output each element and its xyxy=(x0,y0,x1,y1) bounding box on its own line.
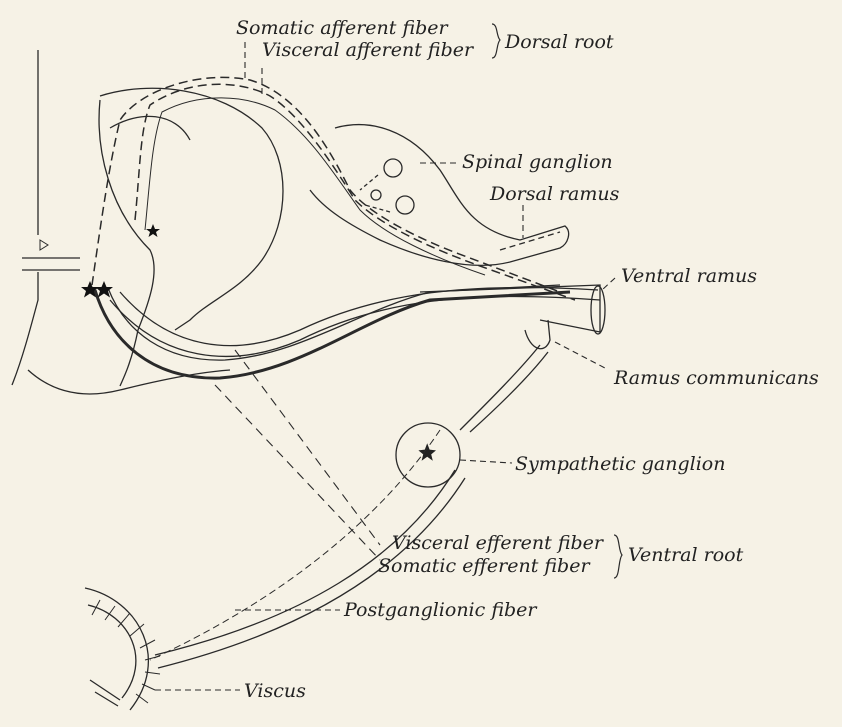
label-dorsal-root: Dorsal root xyxy=(504,31,614,53)
label-somatic-efferent-fiber: Somatic efferent fiber xyxy=(378,555,591,577)
viscus xyxy=(85,588,160,710)
braces xyxy=(492,24,622,578)
label-somatic-afferent-fiber: Somatic afferent fiber xyxy=(236,17,450,39)
spinal-cord xyxy=(12,50,283,394)
label-leaders xyxy=(155,42,615,690)
label-ventral-root: Ventral root xyxy=(628,544,744,566)
label-sympathetic-ganglion: Sympathetic ganglion xyxy=(515,453,725,475)
label-dorsal-ramus: Dorsal ramus xyxy=(489,183,620,205)
label-visceral-efferent-fiber: Visceral efferent fiber xyxy=(392,532,605,554)
label-postganglionic-fiber: Postganglionic fiber xyxy=(343,599,538,621)
ventral-root-efferent xyxy=(95,285,570,378)
cell-bodies xyxy=(81,224,160,298)
cell-star-3 xyxy=(146,224,160,237)
label-visceral-afferent-fiber: Visceral afferent fiber xyxy=(262,39,475,61)
label-ventral-ramus: Ventral ramus xyxy=(621,265,757,287)
label-spinal-ganglion: Spinal ganglion xyxy=(462,151,613,173)
ramus-communicans xyxy=(460,320,550,432)
ventral-root-leaders xyxy=(215,350,380,560)
label-viscus: Viscus xyxy=(244,680,306,702)
label-ramus-communicans: Ramus communicans xyxy=(613,367,819,389)
